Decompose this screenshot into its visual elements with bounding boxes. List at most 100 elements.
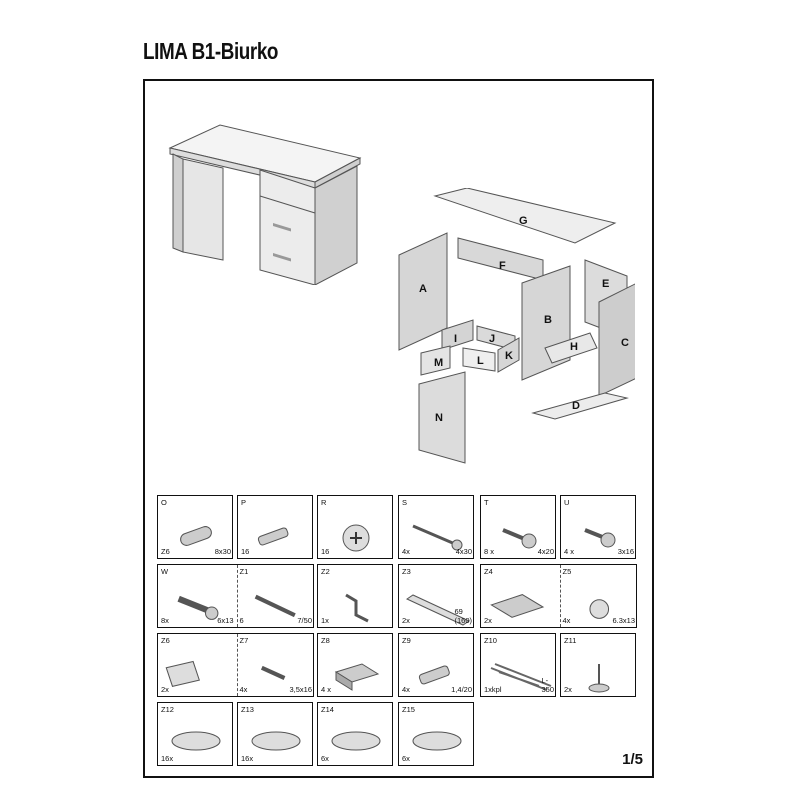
hardware-size: 3x16 <box>617 547 634 556</box>
part-label-b: B <box>544 314 552 326</box>
hardware-quantity: 16 <box>241 547 250 556</box>
hardware-icon <box>588 664 610 693</box>
hardware-cell: Z11 2x <box>560 633 636 697</box>
part-label-e: E <box>602 278 609 290</box>
hardware-icon <box>418 665 450 685</box>
hardware-size: L-350 <box>541 676 554 694</box>
hardware-code: Z15 <box>402 705 415 714</box>
hardware-quantity: 16x <box>161 754 174 763</box>
hardware-size: 1,4/20 <box>451 685 472 694</box>
hardware-quantity: 1x <box>321 616 329 625</box>
hardware-code: T <box>484 498 489 507</box>
hardware-cell: Z10 1xkpl L-350 <box>480 633 556 697</box>
hardware-quantity: 2x <box>484 616 492 625</box>
hardware-cell: P 16 <box>237 495 313 559</box>
hardware-quantity: 16x <box>241 754 254 763</box>
hardware-quantity: 2x <box>161 685 169 694</box>
document-title: LIMA B1-Biurko <box>143 38 279 64</box>
hardware-quantity: 8 x <box>484 547 495 556</box>
hardware-code: Z11 <box>564 636 577 645</box>
hardware-quantity: 2x <box>564 685 572 694</box>
hardware-code: W <box>161 567 169 576</box>
hardware-cell: Z9 4x 1,4/20 <box>398 633 474 697</box>
hardware-quantity: 6 <box>239 616 244 625</box>
part-label-f: F <box>499 260 506 272</box>
page-number: 1/5 <box>622 751 643 768</box>
hardware-icon <box>180 526 212 546</box>
hardware-quantity: 4x <box>239 685 248 694</box>
part-label-m: M <box>434 357 443 369</box>
hardware-code: S <box>402 498 408 507</box>
part-label-c: C <box>621 337 629 349</box>
hardware-cell: T 8 x 4x20 <box>480 495 556 559</box>
hardware-size: 7/50 <box>297 616 312 625</box>
hardware-code: Z10 <box>484 636 497 645</box>
hardware-icon <box>342 524 370 552</box>
exploded-parts-diagram: G F A B E C H D I J M L K N <box>398 188 635 464</box>
hardware-icon <box>260 665 285 680</box>
hardware-code: R <box>321 498 327 507</box>
hardware-icon <box>490 663 552 691</box>
hardware-cell: U 4 x 3x16 <box>560 495 636 559</box>
instruction-sheet: 1/5 <box>143 79 654 778</box>
part-label-j: J <box>489 333 495 345</box>
hardware-size: 8x30 <box>214 547 231 556</box>
hardware-icon <box>588 599 609 619</box>
hardware-code: Z2 <box>321 567 330 576</box>
part-label-d: D <box>572 400 580 412</box>
hardware-code: P <box>241 498 247 507</box>
hardware-code: Z3 <box>402 567 411 576</box>
part-label-i: I <box>454 333 457 345</box>
hardware-icon <box>405 594 471 626</box>
hardware-cell: R 16 <box>317 495 393 559</box>
hardware-icon <box>177 595 219 620</box>
cell-divider <box>236 565 238 627</box>
hardware-code: O <box>161 498 167 507</box>
part-label-g: G <box>519 215 528 227</box>
assembled-desk-illustration <box>168 124 362 285</box>
hardware-icon <box>331 731 381 751</box>
hardware-quantity: 4x <box>402 685 410 694</box>
hardware-quantity: 16 <box>321 547 330 556</box>
hardware-quantity: 2x <box>402 616 410 625</box>
hardware-code: Z12 <box>161 705 174 714</box>
hardware-quantity: Z6 <box>161 547 170 556</box>
hardware-icon <box>334 663 380 691</box>
hardware-cell: O Z6 8x30 <box>157 495 233 559</box>
hardware-code: Z14 <box>321 705 334 714</box>
hardware-icon <box>490 594 545 618</box>
hardware-quantity: 6x <box>321 754 329 763</box>
hardware-icon <box>502 528 537 549</box>
part-label-a: A <box>419 283 427 295</box>
hardware-cell: Z14 6x <box>317 702 393 766</box>
hardware-code: Z13 <box>241 705 254 714</box>
cell-divider <box>559 565 561 627</box>
hardware-quantity: 4 x <box>564 547 575 556</box>
hardware-cell: Z13 16x <box>237 702 313 766</box>
hardware-icon <box>165 660 200 687</box>
hardware-code: U <box>564 498 570 507</box>
hardware-icon <box>412 524 463 551</box>
hardware-icon <box>171 731 221 751</box>
hardware-cell: Z2 1x <box>317 564 393 628</box>
hardware-icon <box>584 528 616 548</box>
hardware-code: Z7 <box>239 636 249 645</box>
hardware-size: 3,5x16 <box>289 685 312 694</box>
hardware-quantity: 4x <box>402 547 410 556</box>
hardware-cell: S 4x 4x30 <box>398 495 474 559</box>
hardware-quantity: 1xkpl <box>484 685 502 694</box>
hardware-size: 4x30 <box>455 547 472 556</box>
hardware-size: 4x20 <box>537 547 554 556</box>
hardware-code: Z5 <box>562 567 572 576</box>
hardware-cell: Z12 16x <box>157 702 233 766</box>
hardware-size: 6x13 <box>217 616 234 625</box>
part-label-h: H <box>570 341 578 353</box>
hardware-icon <box>251 731 301 751</box>
hardware-code: Z9 <box>402 636 411 645</box>
